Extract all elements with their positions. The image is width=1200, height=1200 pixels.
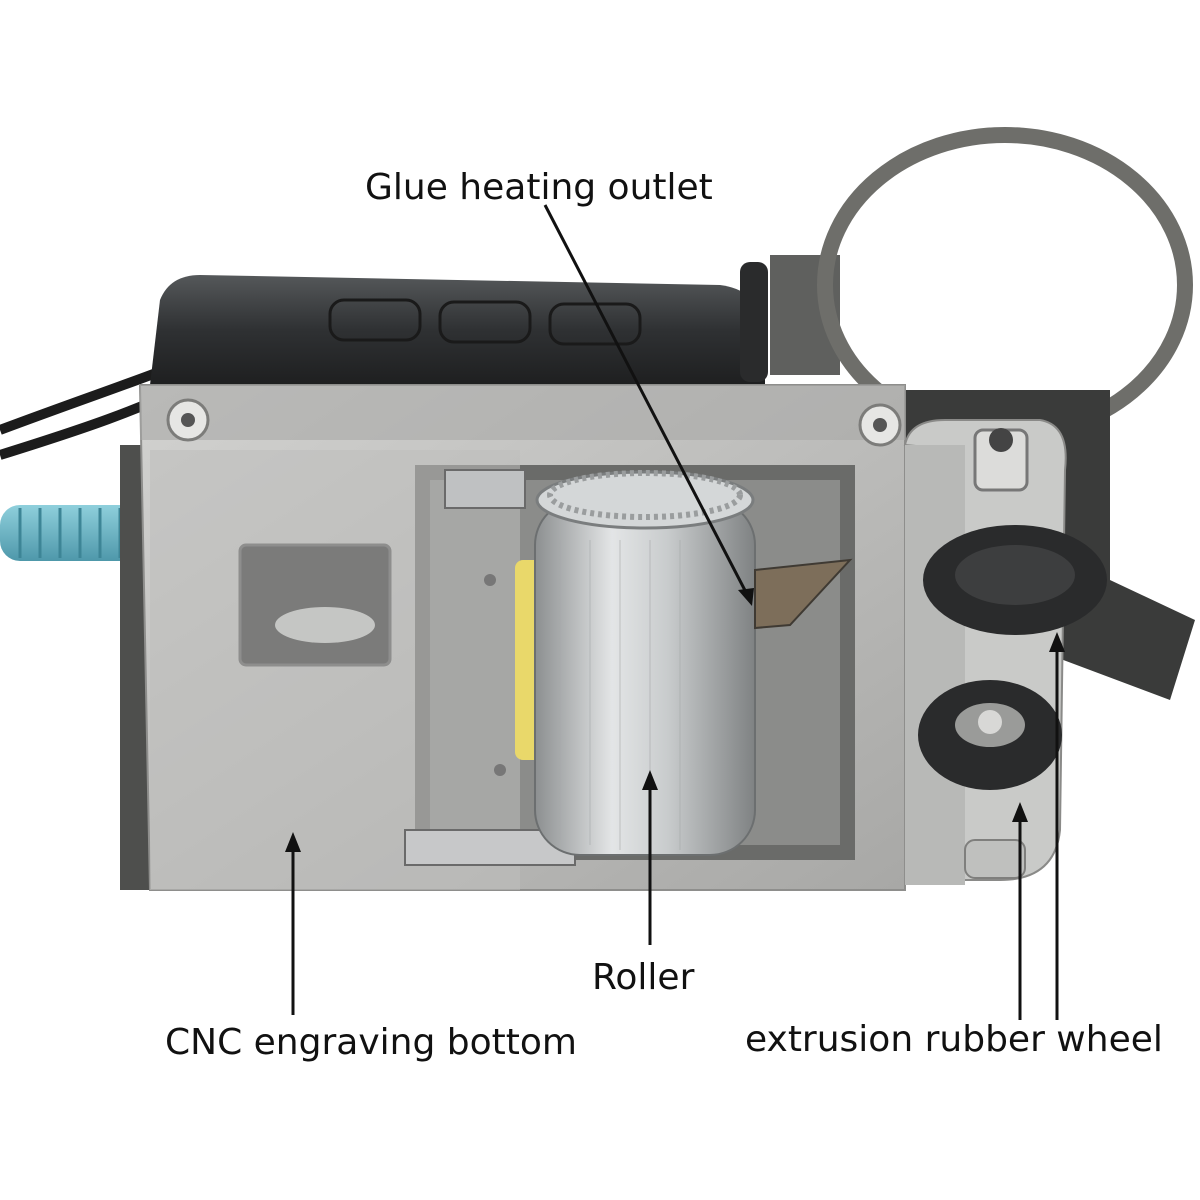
handle-grip bbox=[150, 275, 765, 385]
handle-end-cap bbox=[740, 262, 768, 382]
extrusion-rubber-wheel-label: extrusion rubber wheel bbox=[745, 1019, 1163, 1060]
glue-heating-outlet-label: Glue heating outlet bbox=[365, 167, 713, 208]
roller bbox=[534, 499, 756, 856]
glue-heating-outlet-nozzle bbox=[754, 558, 853, 630]
blue-hose bbox=[0, 505, 150, 561]
callout-arrowheads bbox=[285, 588, 1065, 852]
callout-lines bbox=[291, 204, 1059, 1020]
roller-gear-teeth bbox=[547, 470, 743, 520]
cnc-engraving-bottom-label: CNC engraving bottom bbox=[165, 1022, 577, 1063]
roller-knurling bbox=[559, 540, 711, 850]
roller-label: Roller bbox=[592, 957, 695, 998]
cnc-engraving-bottom-plate bbox=[150, 450, 520, 890]
glue-outlet-leader bbox=[543, 204, 752, 601]
wheel-shaft bbox=[964, 839, 1026, 879]
gear-top bbox=[444, 469, 526, 509]
